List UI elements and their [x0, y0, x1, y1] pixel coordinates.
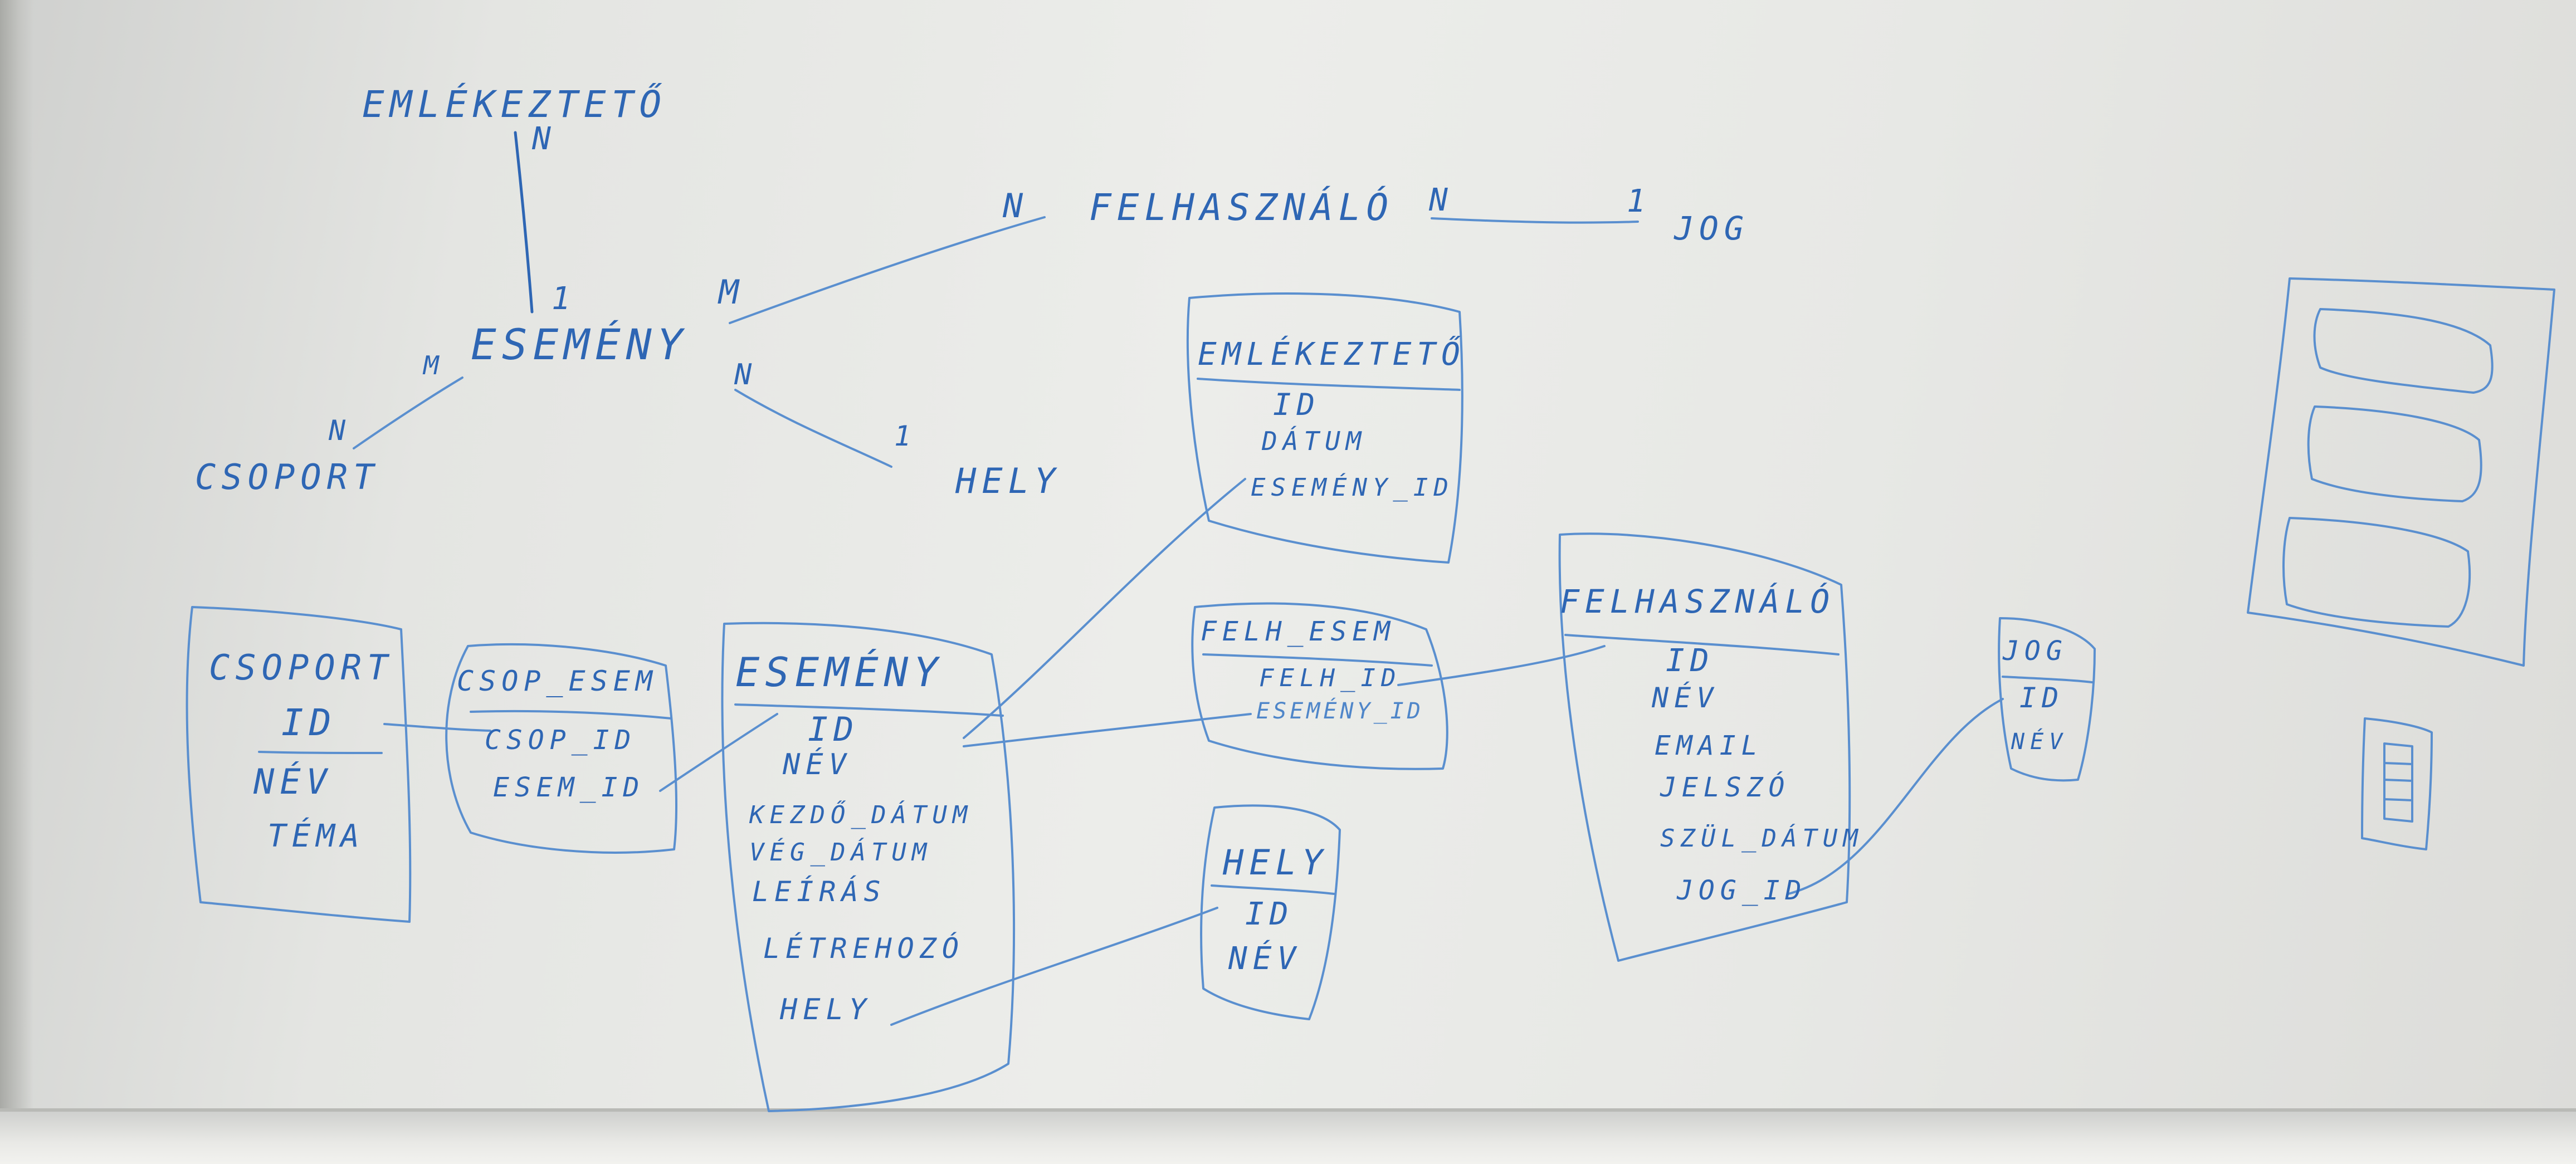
table-hely-field: NÉV: [1228, 941, 1301, 977]
table-emlekezteto-field: ID: [1273, 387, 1320, 422]
er-card-felh-n-right: N: [1428, 182, 1453, 218]
table-hely-divider: [1211, 884, 1335, 895]
table-csoport-field: NÉV: [253, 761, 333, 802]
line-felhasznalo-jog: [1431, 217, 1639, 224]
ui-sketch-card: [2282, 517, 2471, 628]
er-card-esemeny-csoport-m: M: [422, 350, 445, 380]
table-jog: JOG ID NÉV: [1998, 617, 2096, 782]
er-entity-emlekezteto: EMLÉKEZTETŐ: [362, 82, 667, 126]
table-hely-title: HELY: [1222, 842, 1328, 883]
table-esemeny-box: [721, 622, 1015, 1112]
er-entity-csoport: CSOPORT: [195, 457, 379, 497]
ui-sketch-phone-frame: [2247, 277, 2555, 667]
er-entity-felhasznalo: FELHASZNÁLÓ: [1089, 185, 1394, 229]
table-felh-esem-divider: [1202, 653, 1433, 667]
table-felhasznalo: FELHASZNÁLÓ ID NÉV EMAIL JELSZÓ SZÜL_DÁT…: [1558, 532, 1863, 962]
ui-sketch-small-device: [2361, 717, 2433, 850]
table-esemeny-field: VÉG_DÁTUM: [749, 837, 932, 867]
table-esemeny: ESEMÉNY ID NÉV KEZDŐ_DÁTUM VÉG_DÁTUM LEÍ…: [721, 622, 1015, 1112]
table-esemeny-field: LÉTREHOZÓ: [763, 932, 964, 965]
link-esemeny-emlekezteto: [963, 478, 1246, 739]
er-card-esemeny-m: M: [718, 273, 744, 312]
table-csop-esem-title: CSOP_ESEM: [457, 665, 658, 697]
table-felh-esem: FELH_ESEM FELH_ID ESEMÉNY_ID: [1191, 602, 1448, 770]
table-emlekezteto-box: [1186, 292, 1463, 564]
line-esemeny-felhasznalo: [729, 216, 1046, 324]
er-card-emlekezteto-n: N: [531, 121, 557, 157]
table-felhasznalo-field: JELSZÓ: [1660, 771, 1790, 803]
table-felhasznalo-field: JOG_ID: [1676, 875, 1807, 906]
table-felh-esem-box: [1191, 602, 1448, 770]
table-csoport-box: [186, 606, 412, 923]
table-hely-field: ID: [1245, 896, 1294, 932]
link-esemeny-hely: [890, 907, 1218, 1026]
table-esemeny-divider: [734, 703, 1004, 717]
table-esemeny-field: LEÍRÁS: [752, 875, 886, 908]
table-esemeny-field: HELY: [779, 993, 872, 1026]
er-card-jog-1: 1: [1627, 183, 1651, 219]
link-esemeny-felh-esem: [963, 713, 1252, 747]
table-csop-esem: CSOP_ESEM CSOP_ID ESEM_ID: [445, 643, 678, 854]
er-entity-jog: JOG: [1674, 209, 1749, 247]
table-jog-field: ID: [2019, 682, 2064, 714]
table-felhasznalo-box: [1558, 532, 1851, 962]
table-felhasznalo-title: FELHASZNÁLÓ: [1560, 582, 1835, 620]
table-felhasznalo-divider: [1564, 634, 1840, 656]
table-felhasznalo-field: NÉV: [1651, 681, 1719, 714]
table-csoport-title: CSOPORT: [209, 647, 393, 688]
table-hely-box: [1200, 804, 1341, 1020]
table-felh-esem-field: FELH_ID: [1259, 664, 1401, 692]
link-csoport-csop-esem: [383, 723, 491, 732]
table-hely: HELY ID NÉV: [1200, 804, 1341, 1020]
table-emlekezteto-divider: [1197, 378, 1461, 391]
table-jog-box: [1998, 617, 2096, 782]
table-esemeny-field: NÉV: [782, 747, 852, 781]
table-csoport: CSOPORT ID NÉV TÉMA: [186, 606, 412, 923]
er-card-esemeny-hely-n: N: [734, 358, 757, 392]
ui-sketch-card: [2313, 308, 2494, 394]
line-esemeny-csoport: [353, 376, 464, 449]
table-felh-esem-field: ESEMÉNY_ID: [1256, 697, 1424, 724]
table-emlekezteto-field: ESEMÉNY_ID: [1251, 472, 1454, 502]
table-felh-esem-title: FELH_ESEM: [1201, 616, 1396, 647]
ui-sketch-small-device-list: [2383, 742, 2413, 823]
table-emlekezteto-field: DÁTUM: [1261, 426, 1367, 456]
table-csop-esem-field: ESEM_ID: [493, 772, 645, 803]
link-felhasznalo-jog: [1787, 698, 2004, 895]
table-jog-title: JOG: [2002, 635, 2068, 667]
line-esemeny-hely: [734, 389, 892, 468]
table-csoport-field: ID: [281, 701, 336, 744]
link-csop-esem-esemeny: [659, 713, 778, 792]
table-felhasznalo-field: SZÜL_DÁTUM: [1660, 823, 1863, 853]
table-csop-esem-box: [445, 643, 678, 854]
table-felhasznalo-field: ID: [1666, 643, 1714, 679]
table-csop-esem-field: CSOP_ID: [485, 725, 636, 756]
ui-sketch-card: [2307, 405, 2482, 502]
table-jog-divider: [2002, 676, 2093, 683]
table-felhasznalo-field: EMAIL: [1655, 730, 1763, 761]
er-entity-hely: HELY: [955, 461, 1061, 501]
er-card-hely-1: 1: [894, 420, 916, 452]
er-entity-esemeny: ESEMÉNY: [471, 320, 688, 369]
line-esemeny-emlekezteto: [514, 131, 534, 314]
er-card-csoport-n: N: [328, 414, 351, 447]
table-csop-esem-divider: [470, 710, 672, 720]
table-esemeny-field: KEZDŐ_DÁTUM: [749, 800, 973, 829]
table-csoport-field: TÉMA: [267, 818, 365, 854]
er-card-felh-n-left: N: [1002, 187, 1028, 226]
ui-sketch: [2247, 277, 2555, 850]
table-esemeny-title: ESEMÉNY: [735, 649, 943, 696]
whiteboard-bottom-frame: [0, 1108, 2576, 1164]
table-emlekezteto: EMLÉKEZTETŐ ID DÁTUM ESEMÉNY_ID: [1186, 292, 1466, 564]
whiteboard-left-edge: [0, 0, 33, 1161]
er-diagram: EMLÉKEZTETŐ N 1 M ESEMÉNY N FELHASZNÁLÓ …: [195, 82, 1749, 501]
er-card-esemeny-1: 1: [552, 281, 576, 317]
table-esemeny-field: ID: [808, 710, 859, 749]
link-felh-esem-felhasznalo: [1397, 645, 1606, 686]
table-emlekezteto-title: EMLÉKEZTETŐ: [1198, 336, 1466, 373]
table-csoport-divider: [258, 751, 383, 754]
table-jog-field: NÉV: [2011, 728, 2068, 755]
